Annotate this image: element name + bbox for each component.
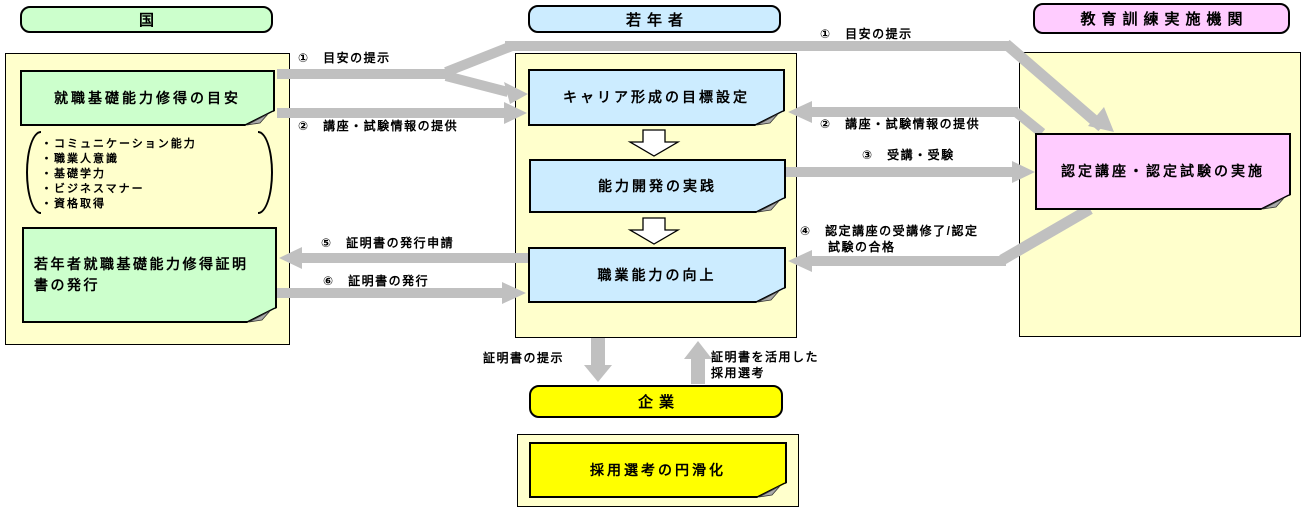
arrow-3-attend <box>786 161 1035 183</box>
arrow-2-info-from-country <box>277 102 527 124</box>
ability-list: ・コミュニケーション能力 ・職業人意識 ・基礎学力 ・ビジネスマナー ・資格取得 <box>41 137 251 212</box>
list-item: ・資格取得 <box>41 198 106 210</box>
label-use-certificate-line2: 採用選考 <box>711 366 766 380</box>
label-course-completion: ④ 認定講座の受講修了/認定 試験の合格 <box>800 223 979 255</box>
note-fold-icon <box>757 482 787 498</box>
note-smooth-recruitment-label: 採用選考の円滑化 <box>590 461 726 478</box>
label-course-completion-line2: 試験の合格 <box>828 240 896 254</box>
note-career-goal: キャリア形成の目標設定 <box>528 69 785 126</box>
note-certificate-issue-label: 若年者就職基礎能力修得証明書の発行 <box>34 256 249 293</box>
label-course-completion-line1: ④ 認定講座の受講修了/認定 <box>800 224 979 238</box>
label-use-certificate: 証明書を活用した 採用選考 <box>711 349 819 381</box>
list-item: ・職業人意識 <box>41 153 119 165</box>
arrow-5-apply <box>279 247 528 269</box>
arrow-2-info-from-training <box>788 101 1046 137</box>
note-career-goal-label: キャリア形成の目標設定 <box>563 89 750 105</box>
arrow-4-completion <box>788 204 1093 272</box>
label-show-certificate: 証明書の提示 <box>483 351 565 365</box>
label-guideline-presentation-left: ① 目安の提示 <box>298 51 391 65</box>
header-youth-label: 若年者 <box>625 11 689 29</box>
header-country: 国 <box>20 6 273 33</box>
arrow-show-certificate <box>584 338 612 382</box>
header-company: 企業 <box>529 385 783 418</box>
note-fold-icon <box>245 110 275 126</box>
note-ability-improvement-label: 職業能力の向上 <box>597 266 717 283</box>
note-certified-courses-label: 認定講座・認定試験の実施 <box>1061 163 1265 179</box>
note-fold-icon <box>1261 194 1291 210</box>
label-course-info-left: ② 講座・試験情報の提供 <box>298 119 459 133</box>
down-step-arrow-1 <box>627 129 681 157</box>
note-fold-icon <box>756 197 786 213</box>
arrow-use-certificate <box>684 341 712 384</box>
list-item: ・ビジネスマナー <box>41 183 145 195</box>
label-course-info-right: ② 講座・試験情報の提供 <box>820 117 981 131</box>
label-certificate-issue: ⑥ 証明書の発行 <box>323 274 430 288</box>
arrow-1-guideline-to-youth <box>277 41 528 104</box>
arrow-6-issue <box>277 282 526 304</box>
note-guideline: 就職基礎能力修得の目安 <box>20 70 275 126</box>
label-attend-exam: ③ 受講・受験 <box>862 148 955 162</box>
list-item: ・基礎学力 <box>41 168 106 180</box>
note-guideline-label: 就職基礎能力修得の目安 <box>54 89 241 106</box>
note-smooth-recruitment: 採用選考の円滑化 <box>529 442 787 498</box>
note-skill-development-label: 能力開発の実践 <box>598 177 717 194</box>
note-fold-icon <box>756 287 786 303</box>
note-fold-icon <box>755 110 785 126</box>
note-certified-courses: 認定講座・認定試験の実施 <box>1035 133 1291 210</box>
header-training-org-label: 教育訓練実施機関 <box>1080 11 1249 28</box>
arrow-1-guideline-to-training <box>505 39 1114 132</box>
header-training-org: 教育訓練実施機関 <box>1033 3 1290 34</box>
label-certificate-application: ⑤ 証明書の発行申請 <box>321 236 455 250</box>
note-skill-development: 能力開発の実践 <box>529 159 786 213</box>
label-guideline-presentation-right: ① 目安の提示 <box>820 27 913 41</box>
header-youth: 若年者 <box>528 5 781 33</box>
list-item: ・コミュニケーション能力 <box>41 138 197 150</box>
note-ability-improvement: 職業能力の向上 <box>528 247 786 303</box>
header-country-label: 国 <box>138 12 160 29</box>
down-step-arrow-2 <box>627 217 681 245</box>
note-certificate-issue: 若年者就職基礎能力修得証明書の発行 <box>22 227 277 323</box>
label-use-certificate-line1: 証明書を活用した <box>711 350 820 364</box>
note-fold-icon <box>247 307 277 323</box>
header-company-label: 企業 <box>637 394 680 411</box>
